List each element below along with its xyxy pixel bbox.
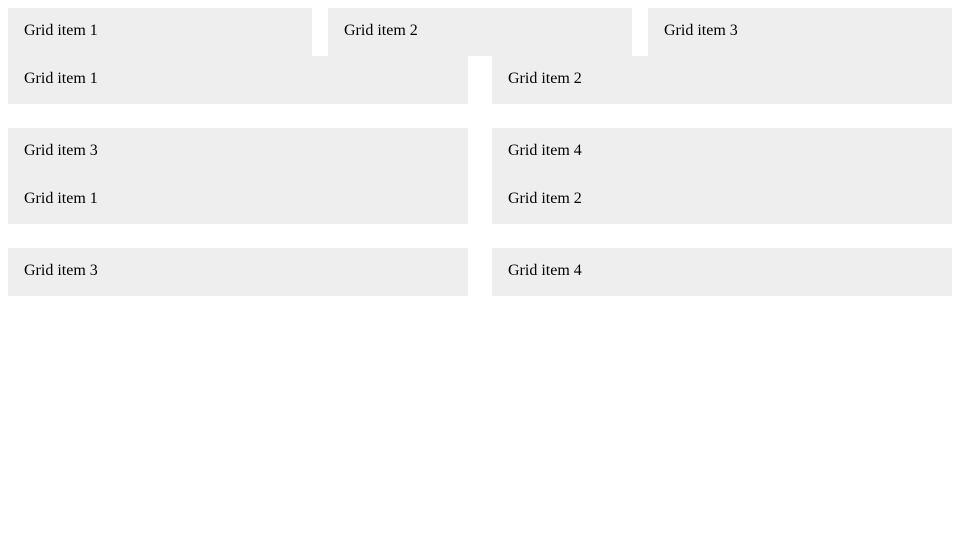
grid-item-label: Grid item 2	[344, 22, 418, 39]
grid-a-item-1: Grid item 1	[8, 8, 312, 56]
grid-item-label: Grid item 3	[664, 22, 738, 39]
grid-a-item-3: Grid item 3	[648, 8, 952, 56]
grid-item-label: Grid item 3	[24, 142, 98, 159]
grid-item-label: Grid item 2	[508, 190, 582, 207]
grid-c-item-4: Grid item 4	[492, 248, 952, 296]
grid-b-item-1: Grid item 1	[8, 56, 468, 104]
grid-a-item-2: Grid item 2	[328, 8, 632, 56]
grid-c-item-3: Grid item 3	[8, 248, 468, 296]
grid-b-item-2: Grid item 2	[492, 56, 952, 104]
grid-item-label: Grid item 1	[24, 190, 98, 207]
grid-item-label: Grid item 3	[24, 262, 98, 279]
grid-item-label: Grid item 2	[508, 70, 582, 87]
grid-b-item-4: Grid item 4 Grid item 2	[492, 128, 952, 224]
grid-item-label: Grid item 4	[508, 262, 582, 279]
grid-b-item-3: Grid item 3 Grid item 1	[8, 128, 468, 224]
grid-item-label: Grid item 1	[24, 22, 98, 39]
grid-item-label: Grid item 1	[24, 70, 98, 87]
grid-item-label: Grid item 4	[508, 142, 582, 159]
